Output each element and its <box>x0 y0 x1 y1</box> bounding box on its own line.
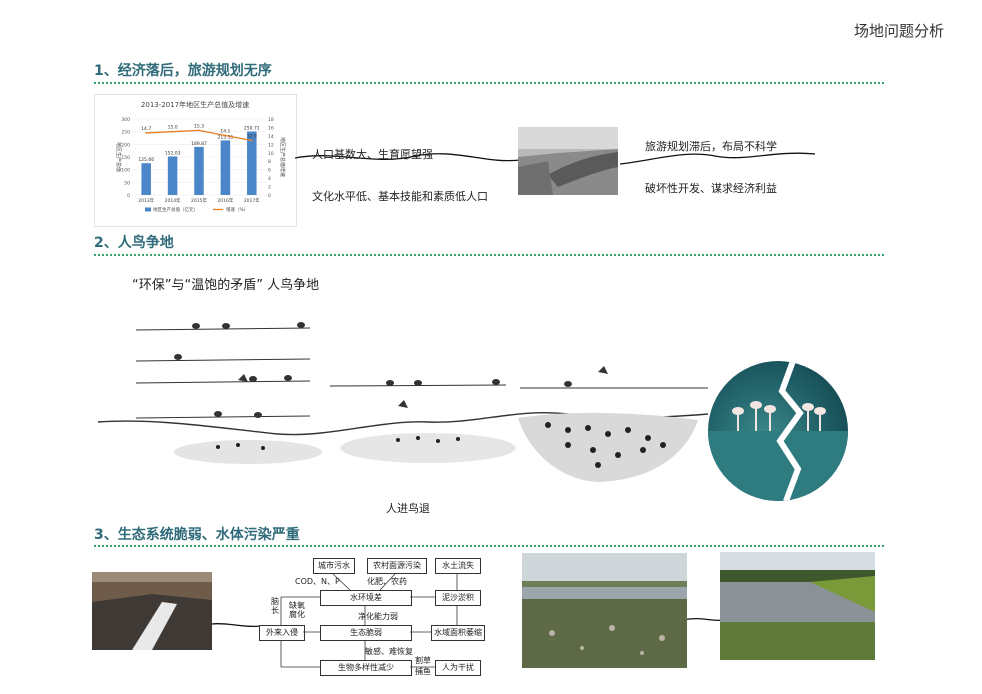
chart-y2tick-label: 8 <box>268 159 271 165</box>
flow-cut-label-1: 割草 <box>415 656 431 665</box>
chart-y2tick-label: 2 <box>268 185 271 191</box>
cause-text-2: 文化水平低、基本技能和素质低人口 <box>312 190 488 203</box>
conflict-subtitle: “环保”与“温饱的矛盾” 人鸟争地 <box>132 278 320 293</box>
chart-line-point <box>145 132 148 134</box>
chart-line-label: 15.3 <box>194 123 204 129</box>
chart-bar <box>220 140 231 195</box>
chart-legend-swatch-bar <box>145 207 151 212</box>
pond-photo <box>720 552 875 660</box>
section-divider-1 <box>94 82 884 84</box>
chart-bar-label: 215.35 <box>218 134 234 140</box>
chart-line-point <box>198 129 200 132</box>
chart-bar-label: 189.87 <box>191 141 207 147</box>
cause-text-1: 人口基数大、生育愿望强 <box>312 148 433 161</box>
section-title-2: 2、人鸟争地 <box>94 235 174 251</box>
chart-line-label: 14.1 <box>220 128 230 134</box>
chart-y2tick-label: 10 <box>268 151 274 157</box>
chart-y2tick-label: 12 <box>268 142 274 148</box>
flow-box-water-env: 水环境差 <box>320 590 412 606</box>
flow-arrows <box>280 573 458 668</box>
section-title-3: 3、生态系统脆弱、水体污染严重 <box>94 527 300 543</box>
birds-illustration <box>98 322 709 482</box>
flow-box-rural-pollution: 农村面源污染 <box>367 558 427 574</box>
flow-side-label-1: 脑长 <box>271 597 279 615</box>
chart-y2tick-label: 6 <box>268 168 271 174</box>
flamingo-photo <box>708 361 848 501</box>
chart-ytick-label: 100 <box>121 168 130 174</box>
flow-text-sensitive: 敏感、难恢复 <box>365 647 413 656</box>
gdp-chart: 2013-2017年地区生产总值及增速 0 50 100 150 200 250 300 0 2… <box>94 94 297 227</box>
effect-text-1: 旅游规划滞后，布局不科学 <box>645 140 777 153</box>
chart-bar <box>167 156 178 195</box>
flow-box-eco-weak: 生态脆弱 <box>320 625 412 641</box>
chart-bar-label: 250.71 <box>244 125 260 131</box>
chart-xtick-label: 2016年 <box>217 197 233 204</box>
chart-line-point <box>250 139 253 142</box>
chart-legend-label: 地区生产总值（亿元） <box>153 206 198 213</box>
chart-ytick-label: 50 <box>124 180 130 186</box>
gdp-chart-svg: 2013-2017年地区生产总值及增速 0 50 100 150 200 250 300 0 2… <box>115 100 286 213</box>
chart-line-point <box>171 130 174 133</box>
section-divider-2 <box>94 254 884 256</box>
flow-cut-label-2: 捕鱼 <box>415 667 431 676</box>
polluted-shore-photo <box>522 553 687 668</box>
chart-legend-label: 增速（%） <box>226 206 248 213</box>
chart-line-label: 14.7 <box>141 126 151 132</box>
chart-y2tick-label: 4 <box>268 176 271 182</box>
chart-xtick-label: 2017年 <box>244 197 260 204</box>
effect-text-2: 破坏性开发、谋求经济利益 <box>645 182 777 195</box>
chart-bar <box>194 146 204 195</box>
chart-ytick-label: 250 <box>121 130 130 136</box>
page-title: 场地问题分析 <box>853 22 944 40</box>
chart-ytick-label: 0 <box>127 193 130 199</box>
chart-line-point <box>224 134 227 137</box>
ecology-flowchart: 城市污水 农村面源污染 水土流失 COD、N、P 化肥、农药 水环境差 泥沙淤积… <box>255 555 515 685</box>
chart-ytick-label: 150 <box>121 155 130 161</box>
chart-title: 2013-2017年地区生产总值及增速 <box>141 100 249 109</box>
chart-y2tick-label: 14 <box>268 134 274 140</box>
chart-bar <box>247 131 257 195</box>
chart-ylabel: 地区生产总值 <box>115 142 122 172</box>
chart-xtick-label: 2014年 <box>165 197 181 204</box>
chart-y2tick-label: 0 <box>268 193 271 199</box>
chart-bar <box>141 163 151 195</box>
flow-text-purify: 净化能力弱 <box>358 612 398 621</box>
flow-box-invasion: 外来入侵 <box>259 625 305 641</box>
section-title-1: 1、经济落后，旅游规划无序 <box>94 63 272 79</box>
flow-box-sediment: 泥沙淤积 <box>435 590 481 606</box>
section-divider-3 <box>94 545 884 547</box>
chart-ytick-label: 300 <box>121 117 130 123</box>
flow-text-cod: COD、N、P <box>295 577 340 586</box>
chart-y2tick-label: 18 <box>268 117 274 123</box>
chart-y2tick-label: 16 <box>268 125 274 131</box>
chart-line-label: 12.9 <box>247 134 257 140</box>
chart-xtick-label: 2013年 <box>138 197 154 204</box>
flow-text-fertilizer: 化肥、农药 <box>367 577 407 586</box>
flow-box-soil-erosion: 水土流失 <box>435 558 481 574</box>
outfall-photo <box>92 572 212 650</box>
birds-caption: 人进鸟退 <box>386 502 430 515</box>
flow-box-biodiversity: 生物多样性减少 <box>320 660 412 676</box>
chart-xtick-label: 2015年 <box>191 197 207 204</box>
chart-bar-label: 125.66 <box>138 157 154 163</box>
chart-ytick-label: 200 <box>121 142 130 148</box>
river-photo <box>518 127 618 195</box>
connector-line-1 <box>295 152 815 165</box>
flow-box-urban-sewage: 城市污水 <box>313 558 355 574</box>
chart-y2label: 地区生产总值增速 <box>279 137 286 177</box>
chart-line-label: 15.0 <box>168 125 178 131</box>
flow-box-shrink: 水域面积萎缩 <box>431 625 485 641</box>
flow-box-human: 人为干扰 <box>435 660 481 676</box>
flow-side-label-2: 缺氧腐化 <box>289 601 305 619</box>
chart-bar-label: 152.03 <box>165 150 181 156</box>
